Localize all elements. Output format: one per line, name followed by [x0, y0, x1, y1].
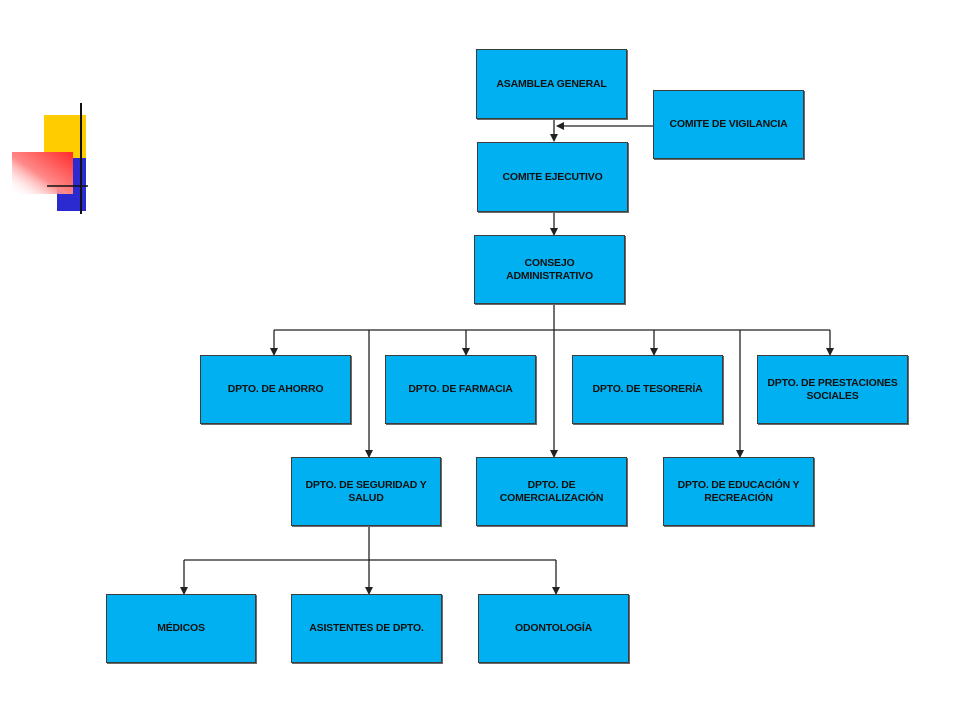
node-label: ASISTENTES DE DPTO.: [309, 622, 424, 634]
node-label-line1: DPTO. DE: [527, 478, 576, 491]
node-dpto-educacion-recreacion: DPTO. DE EDUCACIÓN Y RECREACIÓN: [663, 457, 814, 526]
node-label-line1: DPTO. DE EDUCACIÓN Y: [677, 478, 800, 491]
node-comite-ejecutivo: COMITE EJECUTIVO: [477, 142, 628, 212]
node-label: DPTO. DE TESORERÍA: [592, 383, 703, 395]
node-comite-vigilancia: COMITE DE VIGILANCIA: [653, 90, 804, 159]
node-label: COMITE EJECUTIVO: [502, 170, 603, 183]
node-asistentes-dpto: ASISTENTES DE DPTO.: [291, 594, 442, 663]
node-consejo-administrativo: CONSEJO ADMINISTRATIVO: [474, 235, 625, 304]
deco-yellow-square: [44, 115, 86, 158]
node-label: DPTO. DE FARMACIA: [408, 383, 513, 395]
node-label: ASAMBLEA GENERAL: [496, 77, 607, 90]
node-label-line2: SOCIALES: [806, 389, 859, 402]
node-label: COMITE DE VIGILANCIA: [669, 118, 788, 130]
node-label-line2: SALUD: [348, 491, 384, 504]
deco-red-gradient: [12, 152, 73, 194]
node-odontologia: ODONTOLOGÍA: [478, 594, 629, 663]
node-medicos: MÉDICOS: [106, 594, 256, 663]
node-label: MÉDICOS: [157, 622, 205, 634]
node-label: DPTO. DE AHORRO: [227, 383, 324, 395]
node-dpto-prestaciones-sociales: DPTO. DE PRESTACIONES SOCIALES: [757, 355, 908, 424]
node-label-line1: DPTO. DE PRESTACIONES: [767, 376, 898, 389]
node-label-line2: COMERCIALIZACIÓN: [499, 491, 604, 504]
node-label-line1: DPTO. DE SEGURIDAD Y: [305, 478, 427, 491]
node-dpto-seguridad-salud: DPTO. DE SEGURIDAD Y SALUD: [291, 457, 441, 526]
node-label-line1: CONSEJO: [524, 256, 575, 269]
node-dpto-ahorro: DPTO. DE AHORRO: [200, 355, 351, 424]
node-dpto-farmacia: DPTO. DE FARMACIA: [385, 355, 536, 424]
node-label-line2: RECREACIÓN: [704, 491, 773, 504]
node-dpto-comercializacion: DPTO. DE COMERCIALIZACIÓN: [476, 457, 627, 526]
node-dpto-tesoreria: DPTO. DE TESORERÍA: [572, 355, 723, 424]
node-label: ODONTOLOGÍA: [515, 622, 592, 634]
corner-decoration: [12, 103, 88, 214]
node-asamblea-general: ASAMBLEA GENERAL: [476, 49, 627, 119]
node-label-line2: ADMINISTRATIVO: [506, 269, 593, 282]
